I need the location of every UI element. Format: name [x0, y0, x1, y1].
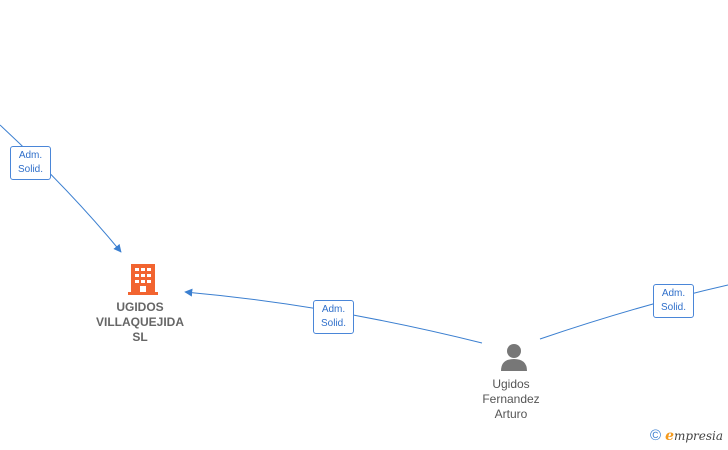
person-icon[interactable] [499, 342, 529, 372]
edge-label-line-2: Solid. [320, 318, 346, 329]
brand-logo: empresia [665, 428, 723, 444]
copyright-icon: © [650, 427, 662, 444]
edge-label-top-left: Adm. Solid. [10, 146, 51, 180]
edge-label-person-right: Adm. Solid. [653, 284, 694, 318]
company-node-label[interactable]: UGIDOS VILLAQUEJIDA SL [80, 300, 200, 345]
edge-label-line-2: Solid. [660, 302, 686, 313]
brand-name: mpresia [673, 429, 724, 443]
edge-top-left-line [0, 124, 122, 253]
company-name-line-2: VILLAQUEJIDA [95, 315, 184, 329]
person-node-label[interactable]: Ugidos Fernandez Arturo [461, 377, 561, 422]
edge-person-right-line [539, 284, 728, 340]
building-icon[interactable] [127, 262, 159, 296]
edge-label-line-1: Adm. [321, 304, 346, 315]
edge-label-line-2: Solid. [17, 164, 43, 175]
edge-label-person-company: Adm. Solid. [313, 300, 354, 334]
person-name-line-3: Arturo [494, 407, 528, 421]
brand-footer: © empresia [650, 427, 723, 445]
edge-label-line-1: Adm. [661, 288, 686, 299]
company-name-line-3: SL [132, 330, 148, 344]
person-name-line-1: Ugidos [492, 377, 530, 391]
brand-initial: e [665, 428, 674, 444]
person-name-line-2: Fernandez [482, 392, 540, 406]
company-name-line-1: UGIDOS [116, 300, 164, 314]
edge-label-line-1: Adm. [18, 150, 43, 161]
